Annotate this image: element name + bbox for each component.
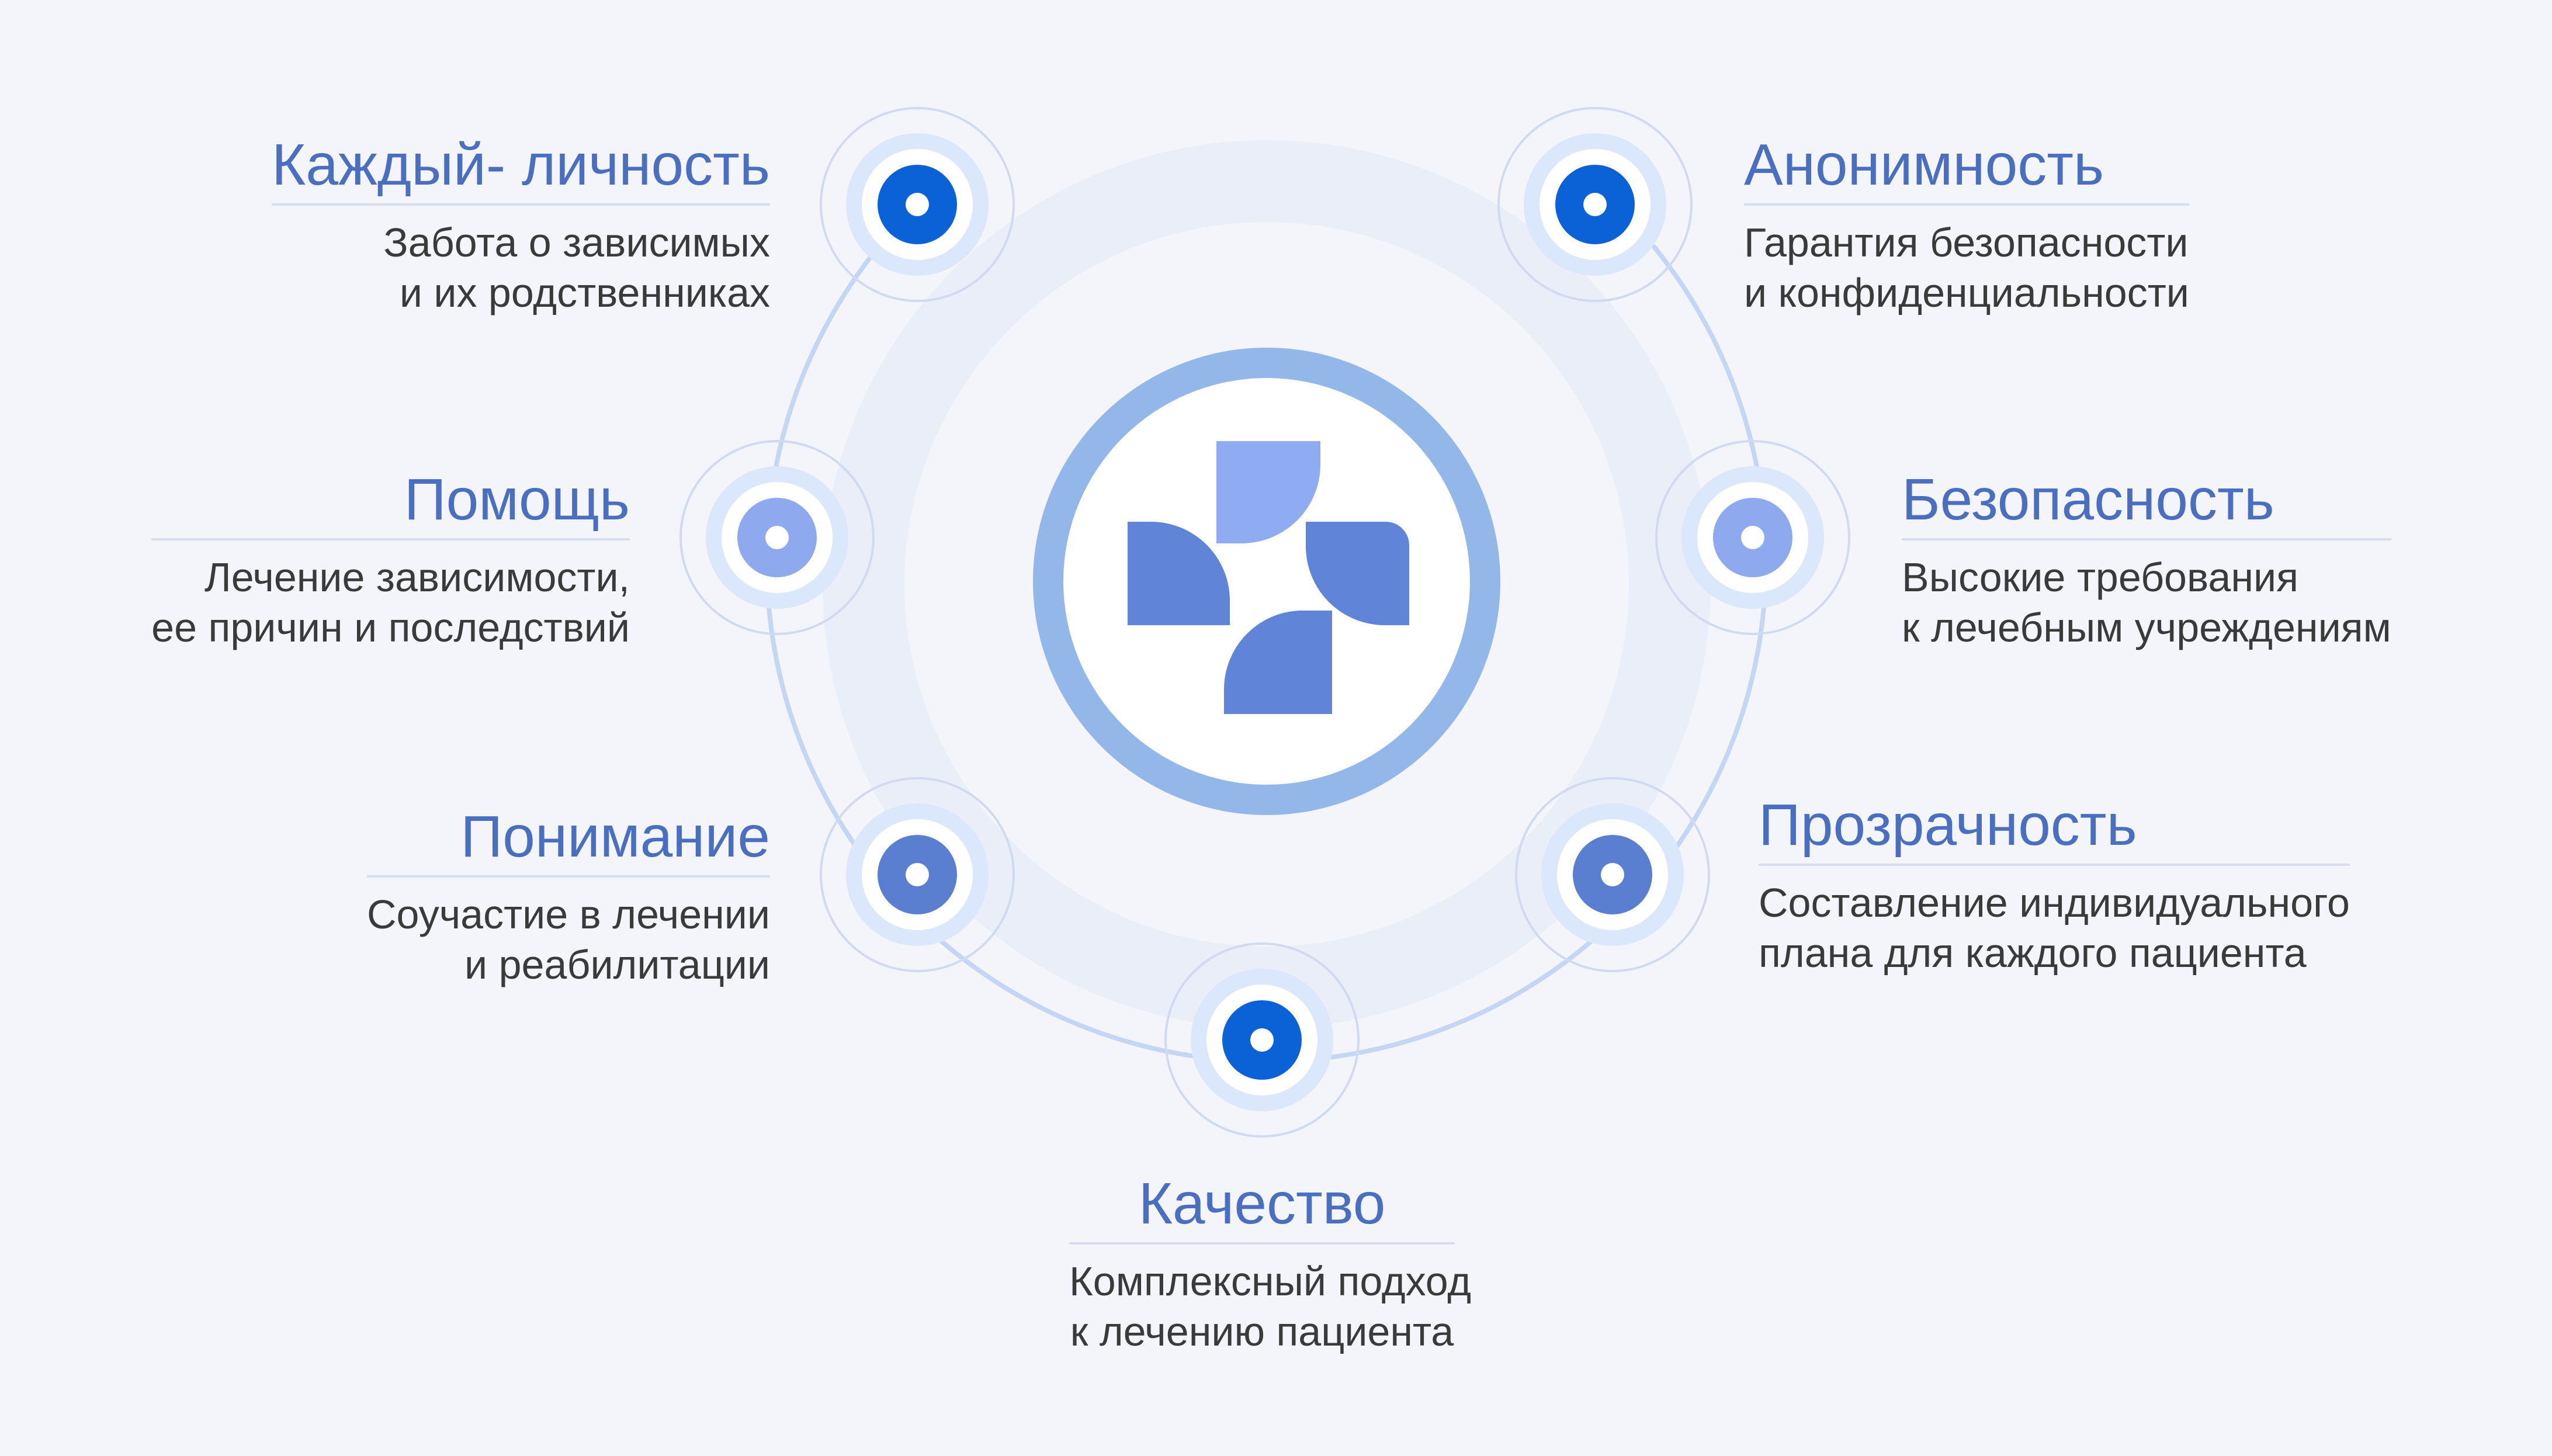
- item-description: Гарантия безопасности и конфиденциальнос…: [1744, 217, 2189, 318]
- item-description-line: Гарантия безопасности: [1744, 220, 2189, 265]
- item-description-line: к лечению пациента: [1070, 1309, 1454, 1354]
- item-title: Помощь: [151, 464, 630, 540]
- item-title: Каждый- личность: [272, 130, 770, 206]
- item-description: Лечение зависимости, ее причин и последс…: [151, 552, 630, 653]
- node-prozrachnost: [1515, 777, 1710, 972]
- node-kazhdyi: [820, 107, 1015, 302]
- label-prozrachnost: Прозрачность Составление индивидуального…: [1759, 790, 2350, 978]
- item-description-line: Высокие требования: [1902, 554, 2298, 600]
- item-description-line: Комплексный подход: [1069, 1259, 1472, 1304]
- item-description-line: Забота о зависимых: [383, 220, 770, 265]
- item-description: Составление индивидуального плана для ка…: [1759, 878, 2350, 978]
- item-description: Соучастие в лечении и реабилитации: [367, 889, 770, 990]
- label-bezopasnost: Безопасность Высокие требования к лечебн…: [1902, 464, 2391, 653]
- item-description-line: и их родственниках: [399, 270, 770, 316]
- item-title: Анонимность: [1744, 130, 2189, 206]
- item-description-line: Соучастие в лечении: [367, 892, 770, 937]
- node-kachestvo: [1164, 942, 1360, 1138]
- label-pomosch: Помощь Лечение зависимости, ее причин и …: [151, 464, 630, 653]
- item-description-line: Лечение зависимости,: [204, 554, 630, 600]
- node-bezopasnost: [1655, 440, 1850, 635]
- item-title: Безопасность: [1902, 464, 2391, 540]
- item-description: Комплексный подход к лечению пациента: [1069, 1256, 1472, 1357]
- item-description-line: и конфиденциальности: [1744, 270, 2189, 316]
- item-title: Прозрачность: [1759, 790, 2350, 866]
- item-description: Высокие требования к лечебным учреждения…: [1902, 552, 2391, 653]
- item-description: Забота о зависимых и их родственниках: [272, 217, 770, 318]
- item-description-line: к лечебным учреждениям: [1902, 605, 2391, 650]
- item-description-line: Составление индивидуального: [1759, 880, 2350, 925]
- item-description-line: плана для каждого пациента: [1759, 930, 2307, 976]
- label-ponimanie: Понимание Соучастие в лечении и реабилит…: [367, 802, 770, 990]
- item-title: Качество: [1069, 1169, 1455, 1244]
- node-pomosch: [679, 440, 875, 635]
- node-ponimanie: [820, 777, 1015, 972]
- node-anonimnost: [1497, 107, 1693, 302]
- item-title: Понимание: [367, 802, 770, 878]
- label-anonimnost: Анонимность Гарантия безопасности и конф…: [1744, 130, 2189, 318]
- cross-logo-icon: [1033, 348, 1500, 815]
- item-description-line: ее причин и последствий: [151, 605, 630, 650]
- label-kachestvo: Качество Комплексный подход к лечению па…: [1069, 1169, 1472, 1357]
- label-kazhdyi: Каждый- личность Забота о зависимых и их…: [272, 130, 770, 318]
- item-description-line: и реабилитации: [464, 942, 770, 987]
